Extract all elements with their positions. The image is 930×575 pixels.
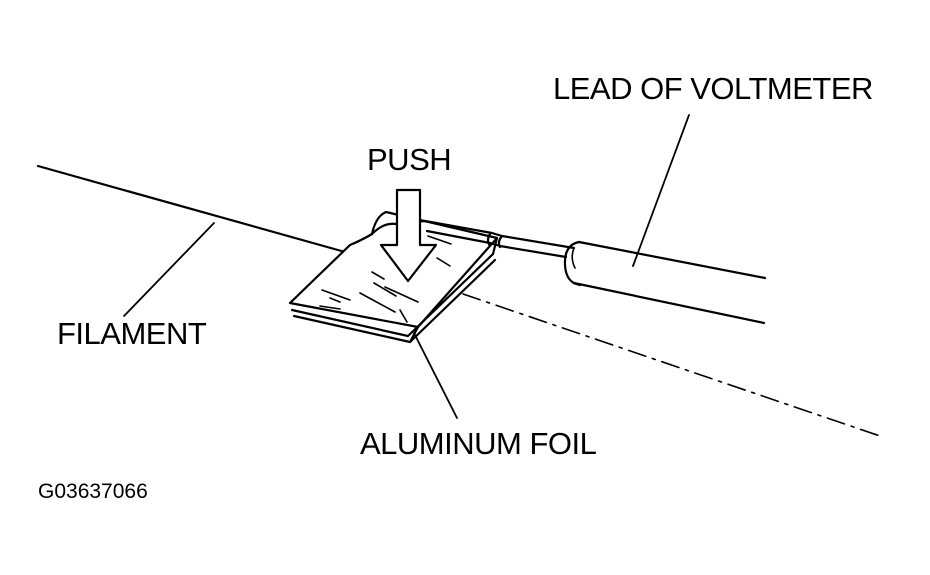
filament-wire-hidden <box>462 293 881 437</box>
filament-label: FILAMENT <box>57 316 207 351</box>
leader-lead <box>632 114 690 267</box>
leader-foil <box>413 332 458 419</box>
push-label: PUSH <box>367 142 452 177</box>
figure-code: G03637066 <box>38 480 148 503</box>
leader-filament <box>123 222 215 317</box>
push-arrow <box>379 188 438 283</box>
filament-wire <box>36 164 347 254</box>
aluminum-foil <box>288 210 499 344</box>
lead-of-voltmeter-label: LEAD OF VOLTMETER <box>553 71 873 106</box>
voltmeter-lead <box>423 219 767 325</box>
aluminum-foil-label: ALUMINUM FOIL <box>360 426 597 461</box>
